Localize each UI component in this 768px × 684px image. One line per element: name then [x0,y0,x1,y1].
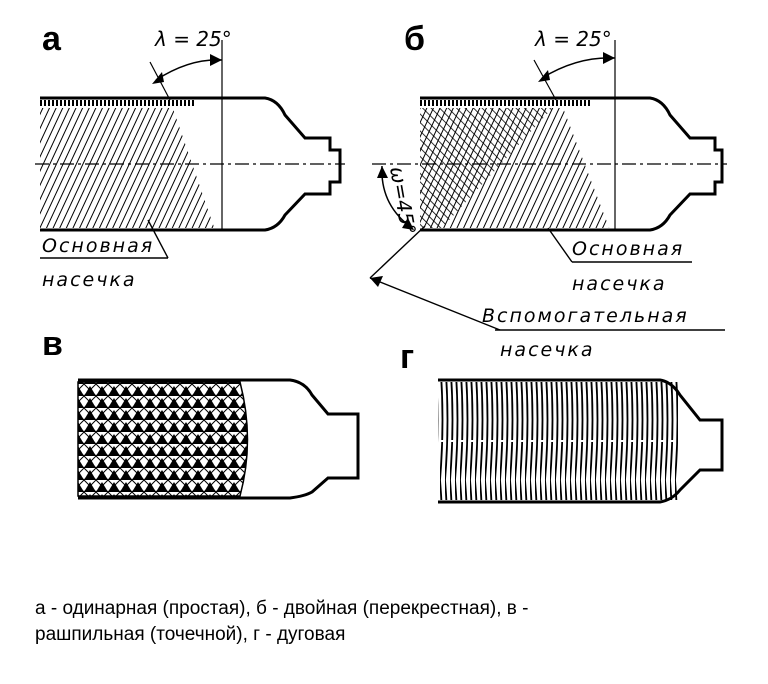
panel-b-angle-label: λ = 25° [534,27,612,51]
panel-b-aux-pointer-b [369,277,501,331]
panel-b-main-label-line1: Основная [572,238,684,260]
panel-b-cut-direction-line [533,59,557,101]
panel-a-file-body [40,96,342,232]
panel-a-label-line2: насечка [42,269,137,291]
panel-b-arrowhead-right [603,52,615,64]
panel-g-arc-cut [438,382,678,500]
panel-b-aux-pointer-a [369,225,426,279]
panel-b-omega-label: ω=45° [385,165,421,237]
panel-b-arrowhead-left [538,70,550,82]
panel-b-omega-arrow-top [377,166,388,178]
panel-v: в [42,325,360,500]
caption-line-2: рашпильная (точечной), г - дуговая [35,624,346,645]
panel-b-aux-arrowhead [370,276,383,287]
panel-b-main-label-pointer [547,227,573,263]
panel-a-letter: а [42,20,62,58]
panel-b-aux-label-line2: насечка [500,339,595,361]
panel-a-arrowhead-right [210,54,222,66]
caption-line-1: а - одинарная (простая), б - двойная (пе… [35,598,529,619]
panel-v-rasp-teeth [77,381,249,497]
panel-v-letter: в [42,325,63,363]
panel-b-file-body [420,96,724,232]
panel-a: а λ = 25° Основная насечка [35,20,345,291]
panel-a-label-pointer [147,219,169,259]
panel-a-angle-label: λ = 25° [154,27,232,51]
panel-a-main-cut [40,108,215,228]
panel-a-cut-direction-line [149,61,171,101]
panel-b-main-label-line2: насечка [572,273,667,295]
panel-b-aux-label-line1: Вспомогательная [482,305,689,327]
panel-g: г [400,338,724,504]
panel-b-letter: б [404,20,425,58]
panel-a-label-line1: Основная [42,235,154,257]
panel-g-letter: г [400,338,414,376]
panel-v-file-body [78,378,360,500]
figure-caption: а - одинарная (простая), б - двойная (пе… [35,596,735,648]
panel-b-omega-arrow-bottom [402,218,414,230]
panel-b: б λ = 25° ω=45° Основная насечка Вспомог… [369,20,727,361]
